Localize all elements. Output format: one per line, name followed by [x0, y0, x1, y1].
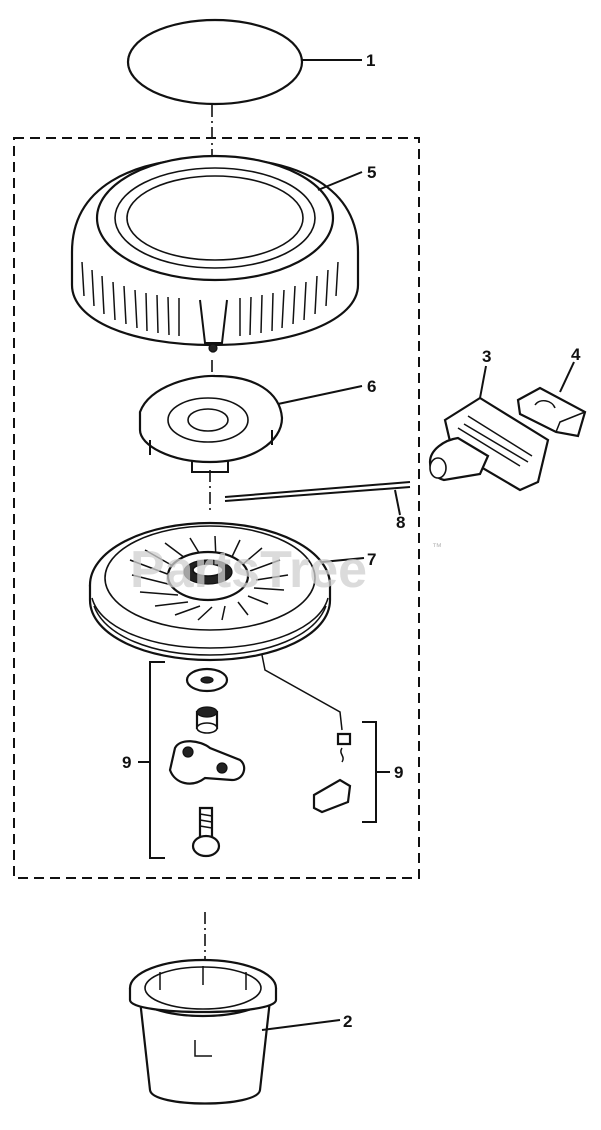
callout-label-7: 7 — [367, 550, 376, 569]
callout-label-2: 2 — [343, 1012, 352, 1031]
part-9-friction-pawl[interactable] — [312, 778, 352, 814]
part-3-starter-handle[interactable] — [428, 365, 550, 492]
callout-label-8: 8 — [396, 513, 405, 532]
part-4-handle-insert[interactable] — [516, 361, 587, 438]
bracket-9-left — [138, 661, 165, 859]
part-7-pulley[interactable] — [88, 521, 365, 662]
bracket-9-right — [362, 721, 390, 823]
assembly-boundary — [13, 137, 420, 879]
callout-label-4: 4 — [571, 345, 581, 364]
housing-vent-slots — [81, 261, 339, 336]
part-9-pawl-spring[interactable] — [336, 732, 352, 763]
part-9-pawl[interactable] — [168, 740, 246, 785]
part-8-starter-rope[interactable] — [224, 481, 411, 516]
part-9-retainer-spring[interactable] — [195, 706, 219, 734]
callout-label-5: 5 — [367, 163, 376, 182]
callout-label-9-right: 9 — [394, 763, 403, 782]
part-2-starter-cup[interactable] — [128, 958, 341, 1105]
pawl-link-line — [261, 654, 343, 731]
part-9-pawl-screw[interactable] — [191, 806, 221, 858]
part-9-washer[interactable] — [185, 667, 229, 693]
callout-label-9-left: 9 — [122, 753, 131, 772]
callout-label-3: 3 — [482, 347, 491, 366]
watermark-tm: ™ — [432, 542, 442, 553]
callout-label-1: 1 — [366, 51, 375, 70]
callout-label-6: 6 — [367, 377, 376, 396]
pulley-fan-blades — [129, 535, 289, 621]
part-1-cover-disc[interactable] — [126, 18, 362, 106]
part-6-spring-plate[interactable] — [138, 374, 363, 473]
part-5-starter-housing[interactable] — [70, 154, 363, 353]
watermark-text: PartsTree — [130, 541, 367, 599]
